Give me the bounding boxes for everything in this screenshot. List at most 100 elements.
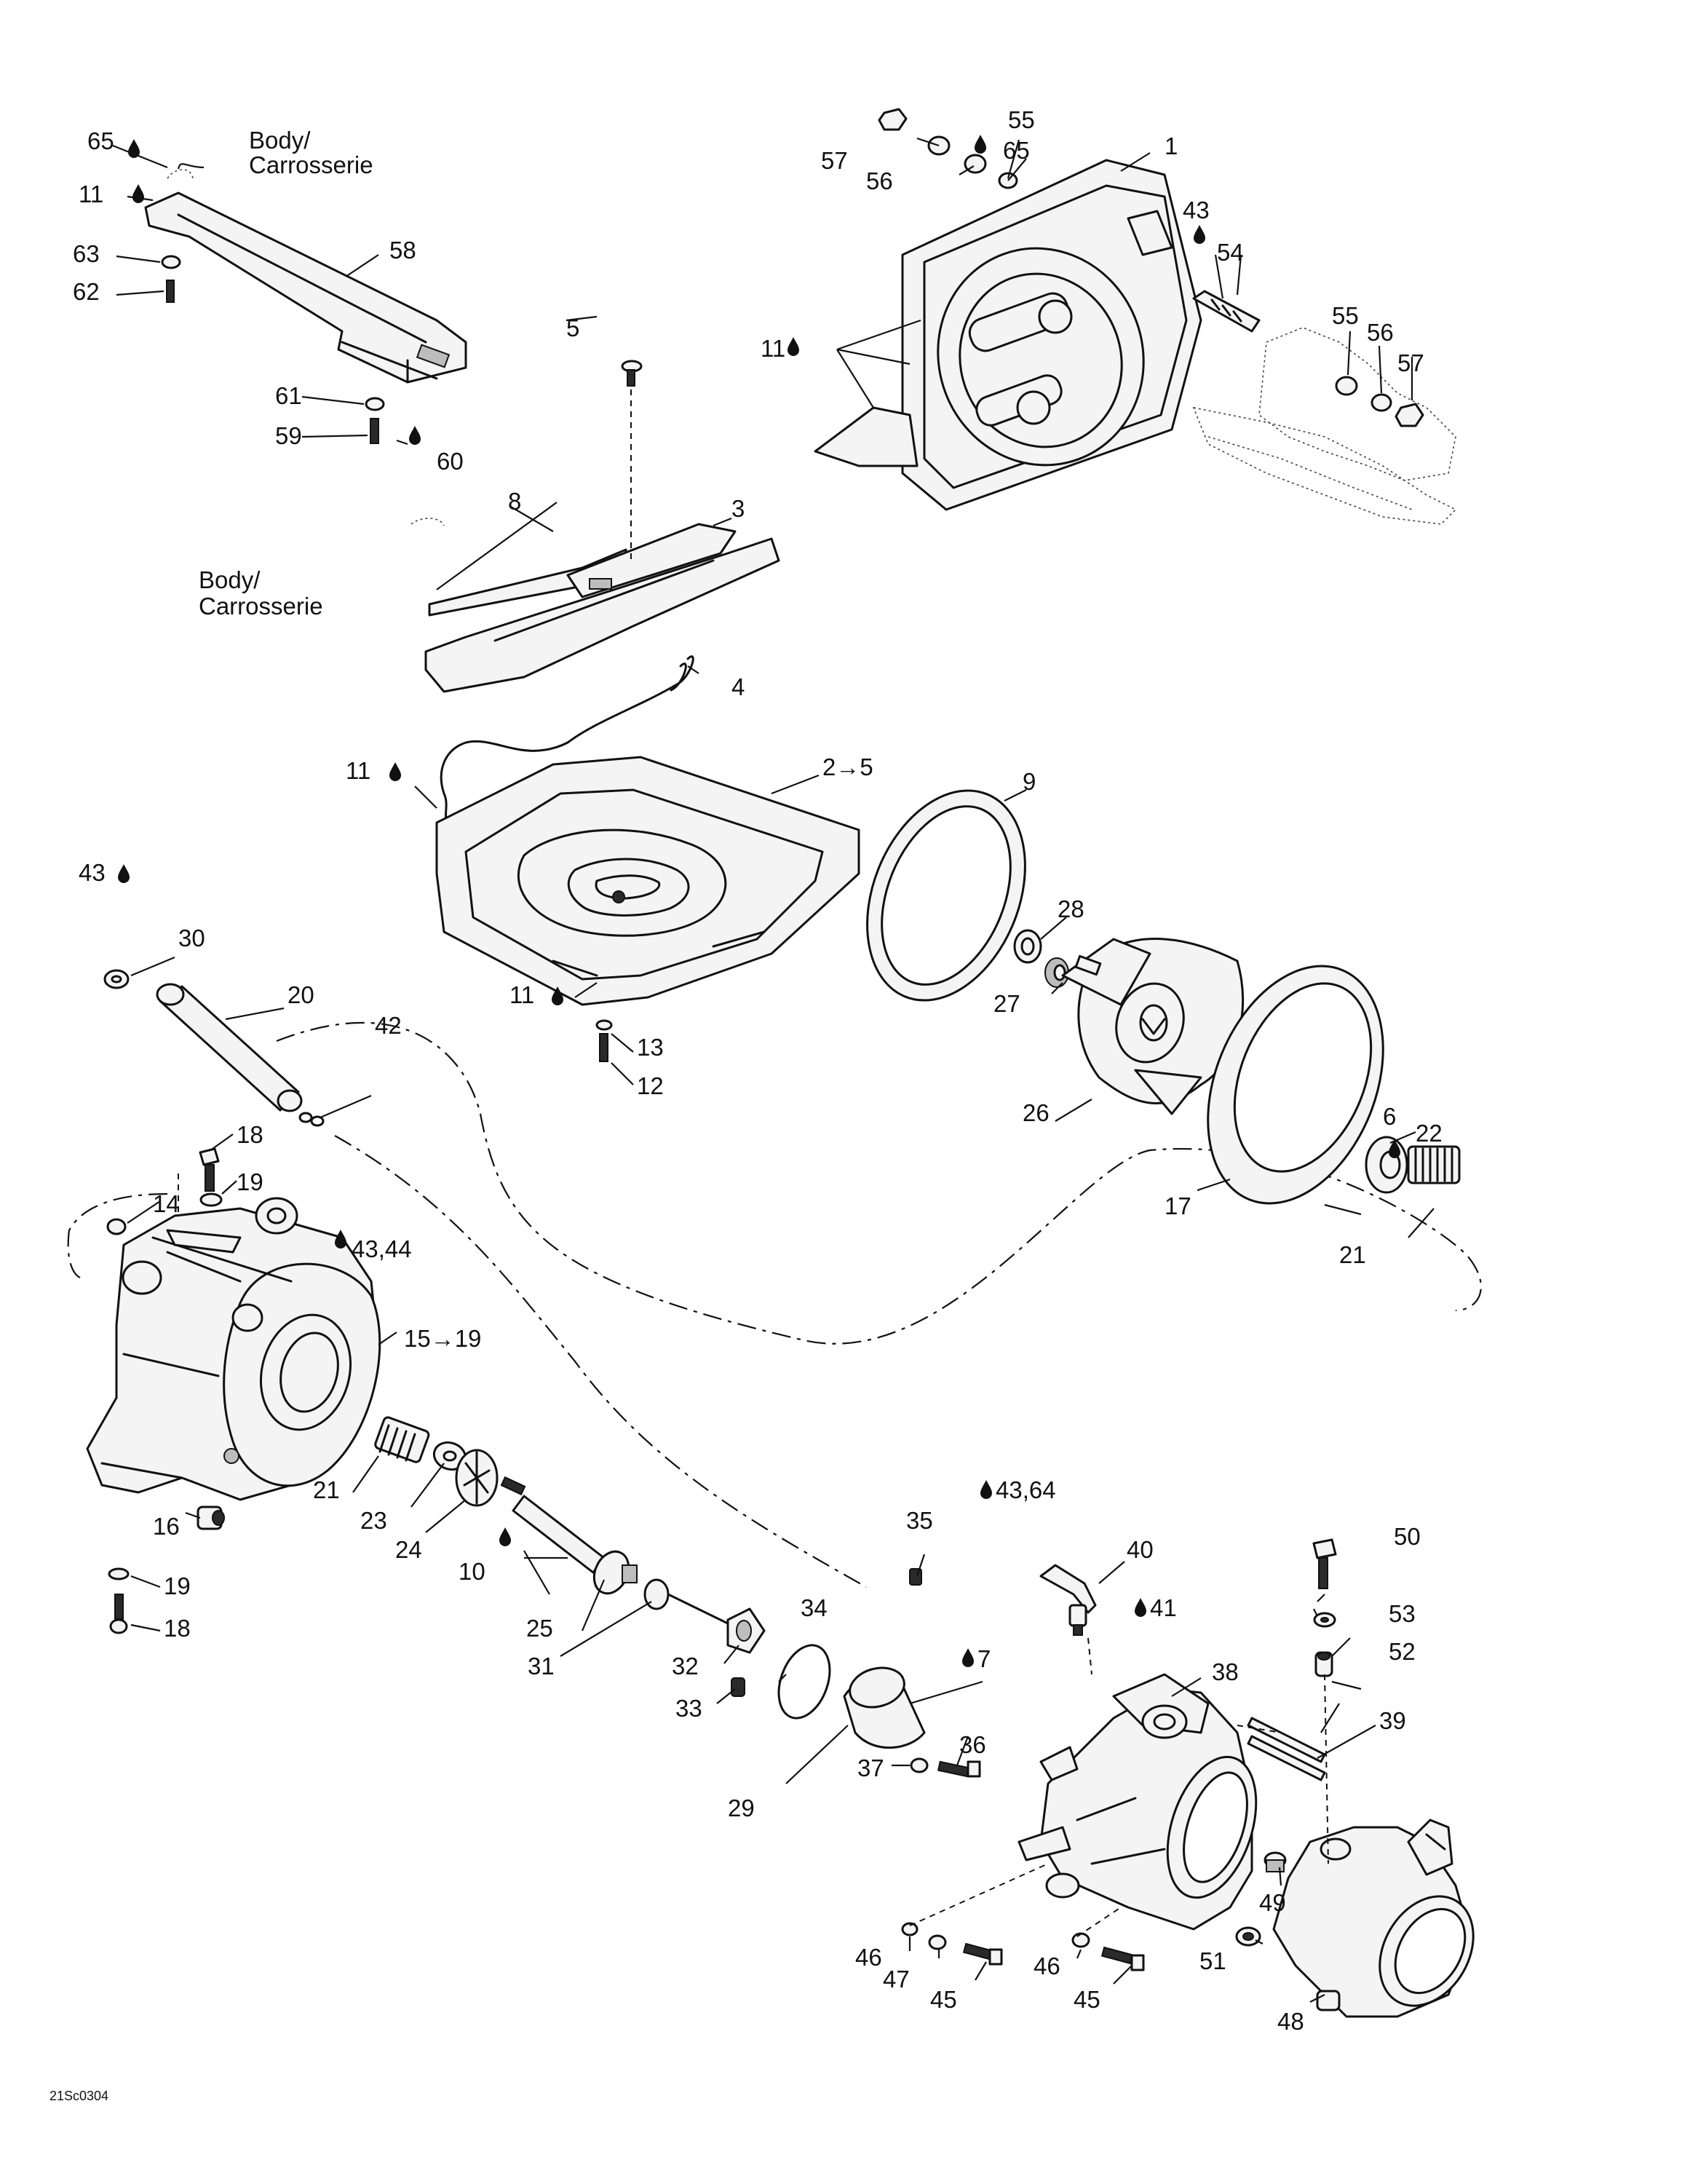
callout-8: 8 (508, 488, 521, 515)
callout-labels: 65 Body/ Carrosserie 11 63 62 58 61 59 6… (49, 106, 1443, 2103)
callout-47: 47 (883, 1966, 910, 1993)
support-bar (144, 169, 467, 384)
callout-21a: 21 (1339, 1241, 1366, 1268)
callout-6: 6 (1383, 1103, 1396, 1130)
assembly-dash-lines (909, 1637, 1329, 1937)
impeller (1061, 938, 1245, 1115)
callout-63: 63 (73, 240, 100, 267)
callout-60: 60 (437, 448, 464, 475)
callout-4364: 43,64 (996, 1476, 1056, 1503)
nut-51 (1235, 1926, 1261, 1947)
callout-55a: 55 (1008, 106, 1035, 133)
callout-39: 39 (1379, 1707, 1406, 1734)
screw-50 (1312, 1538, 1337, 1589)
callout-33: 33 (675, 1695, 702, 1722)
callout-65b: 65 (1003, 137, 1030, 164)
callout-31: 31 (528, 1653, 555, 1679)
callout-46a: 46 (855, 1944, 882, 1971)
pump-support-housing (814, 159, 1202, 511)
callout-2to5: 2→5 (822, 753, 873, 780)
screw-12 (595, 1019, 613, 1062)
impeller-housing-ring (1207, 965, 1384, 1205)
callout-58: 58 (389, 237, 416, 264)
callout-37: 37 (857, 1754, 884, 1781)
pump-housing (86, 1197, 381, 1501)
body-label-top-line2: Carrosserie (249, 151, 373, 178)
screw-18-upper (199, 1147, 223, 1207)
screw-36 (910, 1757, 981, 1778)
callout-36: 36 (959, 1731, 986, 1758)
callout-15to19: 15→19 (404, 1325, 481, 1352)
callout-52: 52 (1389, 1638, 1416, 1665)
callout-48: 48 (1277, 2008, 1304, 2035)
stud-54 (1192, 290, 1261, 333)
o-ring-34 (777, 1644, 831, 1720)
callout-7: 7 (977, 1645, 991, 1672)
callout-30: 30 (178, 925, 205, 951)
callout-45b: 45 (1074, 1986, 1100, 2013)
wear-ring (866, 789, 1026, 1002)
washer-30 (103, 969, 130, 989)
seal-28 (1013, 929, 1042, 964)
callout-21b: 21 (313, 1476, 340, 1503)
pins-39 (1247, 1717, 1326, 1781)
callout-9: 9 (1023, 768, 1036, 795)
callout-53: 53 (1389, 1600, 1416, 1627)
callout-59: 59 (275, 422, 302, 449)
bearing-cap-24 (455, 1449, 499, 1507)
venturi (1017, 1673, 1258, 1931)
body-label-top-line1: Body/ (249, 127, 311, 154)
callout-65a: 65 (87, 127, 114, 154)
washer-14 (106, 1218, 127, 1235)
lower-fasteners (108, 1567, 130, 1634)
elbow-fitting-40 (1039, 1564, 1097, 1636)
callout-29: 29 (728, 1795, 755, 1821)
callout-43a: 43 (1183, 197, 1210, 223)
body-label-mid-line1: Body/ (199, 566, 261, 593)
callout-54: 54 (1217, 239, 1244, 266)
callout-19b: 19 (164, 1572, 191, 1599)
callout-56b: 56 (1367, 319, 1394, 346)
callout-40: 40 (1127, 1536, 1154, 1563)
callout-17: 17 (1165, 1192, 1191, 1219)
callout-13: 13 (637, 1034, 664, 1061)
callout-41: 41 (1150, 1594, 1177, 1621)
seal-22 (1365, 1136, 1408, 1194)
callout-11b: 11 (761, 335, 785, 362)
callout-45a: 45 (930, 1986, 957, 2013)
callout-25: 25 (526, 1615, 553, 1642)
body-label-mid-line2: Carrosserie (199, 593, 323, 620)
callout-4344: 43,44 (352, 1235, 412, 1262)
shaft-cap-31 (643, 1578, 729, 1625)
bearing-21-upper (1407, 1145, 1461, 1184)
right-washers (1335, 376, 1424, 427)
leader-lines (112, 137, 1435, 2003)
sleeve-49 (1264, 1851, 1287, 1872)
callout-11d: 11 (509, 981, 534, 1008)
plug-33 (731, 1677, 745, 1697)
screw-5 (621, 360, 643, 561)
callout-42: 42 (375, 1012, 402, 1039)
callout-10: 10 (459, 1558, 485, 1585)
cap-32 (726, 1607, 766, 1654)
cone-29 (843, 1666, 926, 1749)
callout-34: 34 (801, 1594, 828, 1621)
callout-26: 26 (1023, 1099, 1050, 1126)
callout-57a: 57 (821, 147, 848, 174)
top-washers (878, 108, 1018, 189)
callout-22: 22 (1416, 1120, 1443, 1147)
figure-code: 21Sc0304 (49, 2089, 108, 2103)
o-rings-42 (298, 1112, 325, 1127)
callout-14: 14 (153, 1190, 180, 1217)
callout-43b: 43 (79, 859, 106, 886)
impeller-shaft (500, 1476, 638, 1595)
seal-cord (440, 655, 694, 821)
callout-24: 24 (395, 1536, 422, 1563)
callout-55b: 55 (1332, 302, 1359, 329)
bearing-21-lower (374, 1416, 430, 1463)
tl-fasteners (161, 255, 385, 444)
callout-5: 5 (566, 314, 579, 341)
ride-plate (410, 518, 780, 693)
callout-23: 23 (360, 1507, 387, 1534)
